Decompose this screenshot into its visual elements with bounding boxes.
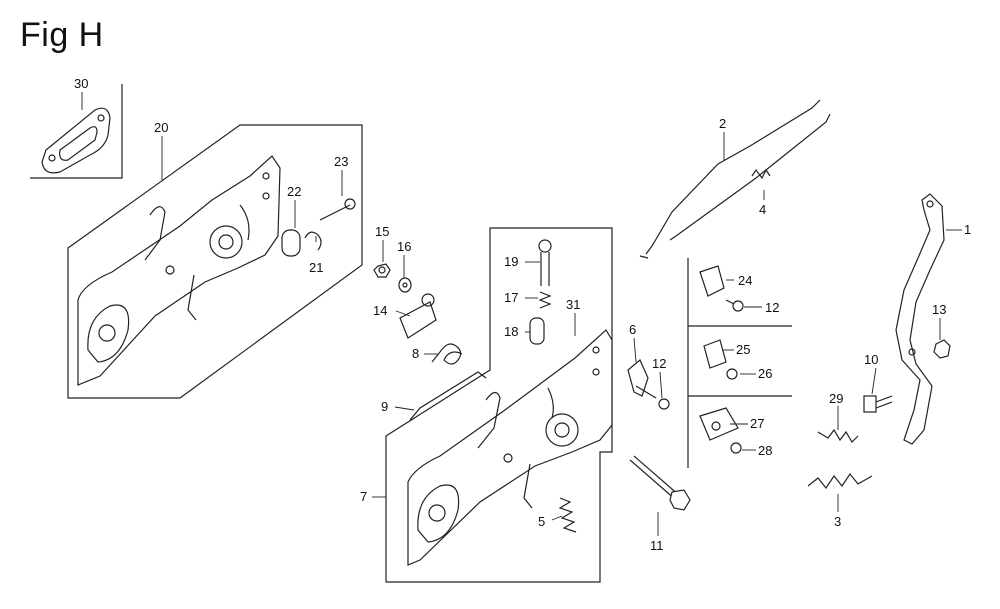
callout-8: 8 [412,346,419,361]
bolt-10 [863,395,893,413]
plate-25 [703,339,727,369]
screw-28 [730,442,742,454]
parts-panel-24-28 [687,258,792,468]
callout-5: 5 [538,514,545,529]
nut-13 [933,339,951,359]
nut-15 [373,263,391,278]
callout-29: 29 [829,391,843,406]
callout-2: 2 [719,116,726,131]
plate-24 [699,265,725,297]
callout-16: 16 [397,239,411,254]
callout-17: 17 [504,290,518,305]
callout-4: 4 [759,202,766,217]
callout-25: 25 [736,342,750,357]
control-base-assembly-7 [385,227,613,583]
bracket-6 [627,359,649,397]
callout-10: 10 [864,352,878,367]
callout-12-a: 12 [652,356,666,371]
leader-lines [81,92,962,536]
callout-13: 13 [932,302,946,317]
control-base-assembly-20 [67,124,363,399]
callout-12-b: 12 [765,300,779,315]
bolt-12-a [635,385,670,410]
callout-15: 15 [375,224,389,239]
callout-3: 3 [834,514,841,529]
screw-12-b [725,299,744,312]
callout-18: 18 [504,324,518,339]
spring-3 [807,472,873,490]
callout-20: 20 [154,120,168,135]
spring-29 [817,428,859,443]
callout-1: 1 [964,222,971,237]
callout-22: 22 [287,184,301,199]
clip-14 [399,293,437,339]
figure-title: Fig H [20,16,104,54]
spring-17 [538,291,552,309]
bolt-11 [629,455,691,511]
callout-11: 11 [650,538,664,553]
callout-7: 7 [360,489,367,504]
callout-23: 23 [334,154,348,169]
callout-31: 31 [566,297,580,312]
callout-24: 24 [738,273,752,288]
spring-5 [558,497,577,533]
callout-14: 14 [373,303,387,318]
plate-27 [699,407,739,441]
screw-26 [726,368,738,380]
gasket-30 [30,84,123,179]
callout-labels: 30 20 23 22 21 15 16 14 8 9 7 19 17 18 3… [74,76,971,553]
callout-27: 27 [750,416,764,431]
rod-4 [669,113,831,241]
callout-30: 30 [74,76,88,91]
spring-8 [431,343,463,365]
callout-6: 6 [629,322,636,337]
callout-21: 21 [309,260,323,275]
callout-28: 28 [758,443,772,458]
rod-2 [639,99,821,259]
collar-18 [529,317,545,345]
washer-16 [398,277,412,293]
callout-19: 19 [504,254,518,269]
bolt-19 [538,239,552,286]
callout-9: 9 [381,399,388,414]
callout-26: 26 [758,366,772,381]
lever-1 [895,193,945,445]
